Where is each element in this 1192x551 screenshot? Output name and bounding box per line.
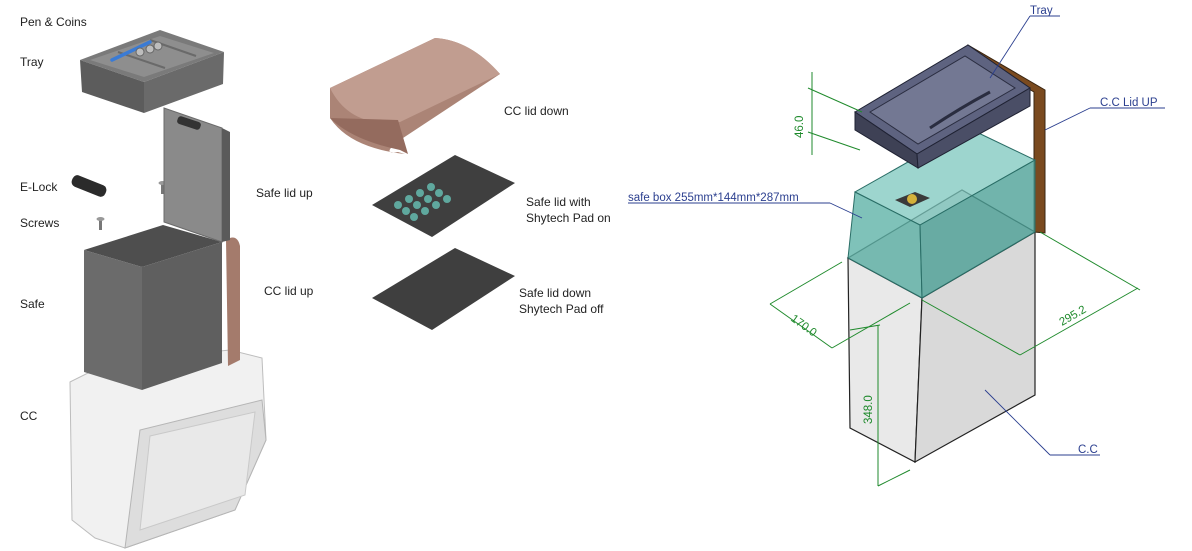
lid-variants: CC lid down Safe lid with Shytech Pad on…: [330, 38, 611, 330]
cad-tray: [854, 44, 1031, 169]
cad-tray-callout: Tray: [1030, 5, 1053, 17]
cc-lid-down-part: [330, 38, 500, 154]
elock-label: E-Lock: [20, 180, 58, 194]
callout-leaders: [628, 15, 1165, 456]
screws-label: Screws: [20, 216, 59, 230]
tray-part: [80, 30, 224, 113]
cad-cc-lid-callout: C.C Lid UP: [1100, 97, 1158, 109]
dimension-lines: [769, 72, 1141, 487]
cad-safe-box: [847, 127, 1037, 299]
cad-safe-box-callout: safe box 255mm*144mm*287mm: [628, 192, 799, 204]
dim-width: 170.0: [788, 313, 818, 340]
safe-part: [84, 225, 222, 390]
safe-lid-down-label-line2: Shytech Pad off: [519, 302, 604, 316]
cad-drawing: Tray C.C Lid UP safe box 255mm*144mm*287…: [628, 5, 1165, 487]
cc-lid-up-part: [226, 237, 240, 366]
safe-label: Safe: [20, 297, 45, 311]
safe-lid-up-part: [163, 107, 230, 243]
safe-lid-down-part: [372, 248, 515, 330]
exploded-view: Pen & Coins Tray E-Lock Screws Safe CC S…: [20, 15, 314, 549]
cc-lid-down-label: CC lid down: [504, 104, 569, 118]
safe-lid-with-pad-part: [372, 155, 515, 237]
cc-part: [69, 349, 267, 549]
screw-1: [96, 217, 105, 230]
cad-cc-callout: C.C: [1078, 444, 1098, 456]
safe-lid-down-label-line1: Safe lid down: [519, 286, 591, 300]
elock-part: [71, 175, 107, 197]
shytech-keypad: [394, 183, 451, 221]
pen-coins-label: Pen & Coins: [20, 15, 87, 29]
cc-lid-up-label: CC lid up: [264, 284, 314, 298]
dim-height: 348.0: [863, 395, 875, 424]
tray-label: Tray: [20, 55, 44, 69]
safe-lid-with-pad-label-line1: Safe lid with: [526, 195, 591, 209]
safe-lid-up-label: Safe lid up: [256, 186, 313, 200]
pen-and-coins-part: [110, 40, 163, 62]
dim-tray-height: 46.0: [794, 116, 806, 138]
cc-label: CC: [20, 409, 38, 423]
safe-lid-with-pad-label-line2: Shytech Pad on: [526, 211, 611, 225]
